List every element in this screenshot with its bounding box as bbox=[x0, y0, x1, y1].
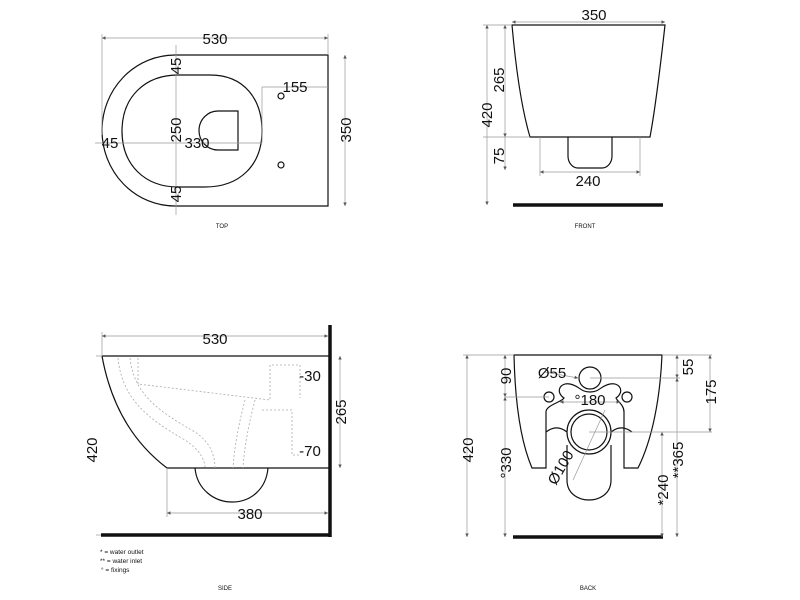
back-body bbox=[513, 354, 663, 469]
top-width-dim: 350 bbox=[338, 117, 355, 142]
top-rim-bottom-dim: 45 bbox=[168, 186, 185, 203]
top-bowl-opening bbox=[121, 74, 263, 188]
front-pan-height-dim: 75 bbox=[491, 148, 508, 165]
back-inlet-dia-dim: Ø55 bbox=[538, 365, 566, 382]
front-body-height-dim: 265 bbox=[491, 67, 508, 92]
side-hidden-trap bbox=[117, 357, 301, 469]
top-rim-top-dim: 45 bbox=[168, 58, 185, 75]
legend-water-inlet: ** = water inlet bbox=[100, 558, 142, 565]
back-outlet-dia-dim: Ø100 bbox=[545, 448, 578, 488]
legend-water-outlet: * = water outlet bbox=[100, 549, 144, 556]
top-view-label: TOP bbox=[216, 224, 228, 230]
back-skirt-lines bbox=[545, 427, 633, 433]
back-view-label: BACK bbox=[580, 586, 596, 592]
top-outline bbox=[101, 54, 329, 207]
front-pan-width-dim: 240 bbox=[575, 173, 600, 190]
top-rim-left-dim: 45 bbox=[102, 135, 119, 152]
top-inner-length-dim: 330 bbox=[184, 135, 209, 152]
top-view: 530 350 155 45 45 250 330 45 TOP bbox=[95, 31, 355, 230]
top-inner-width-dim: 250 bbox=[168, 117, 185, 142]
side-body bbox=[101, 355, 330, 469]
top-fixing-dim: 155 bbox=[282, 79, 307, 96]
top-length-dim: 530 bbox=[202, 31, 227, 48]
front-view-label: FRONT bbox=[575, 224, 596, 230]
side-inlet-offset-dim: -30 bbox=[299, 368, 321, 385]
front-view: 350 420 265 75 240 FRONT bbox=[479, 7, 666, 230]
legend-fixings: ° = fixings bbox=[101, 566, 130, 574]
side-length-dim: 530 bbox=[202, 331, 227, 348]
back-fixing-spacing-dim: °180 bbox=[574, 392, 605, 409]
back-inlet-height-dim: **365 bbox=[670, 442, 687, 479]
fixing-hole-icon bbox=[277, 92, 285, 100]
side-height-dim: 420 bbox=[84, 437, 101, 462]
front-height-dim: 420 bbox=[479, 102, 496, 127]
back-outlet-top-dim: 175 bbox=[703, 379, 720, 404]
top-outlet-shape bbox=[198, 110, 239, 151]
back-outlet-spigot bbox=[566, 445, 612, 501]
back-view: 420 90 °330 Ø55 °180 Ø100 55 175 **365 *… bbox=[460, 354, 720, 592]
front-body bbox=[511, 24, 666, 138]
fixing-hole-icon bbox=[621, 391, 633, 403]
side-outlet-offset-dim: -70 bbox=[299, 443, 321, 460]
back-fixing-top-dim: 90 bbox=[498, 368, 515, 385]
back-inlet-top-dim: 55 bbox=[680, 359, 697, 376]
front-pan bbox=[567, 137, 613, 169]
side-view: 530 420 265 -30 -70 380 * = water outlet… bbox=[84, 325, 350, 592]
side-view-label: SIDE bbox=[218, 586, 232, 592]
front-width-dim: 350 bbox=[581, 7, 606, 24]
side-body-height-dim: 265 bbox=[333, 399, 350, 424]
fixing-hole-icon bbox=[277, 161, 285, 169]
side-base-length-dim: 380 bbox=[237, 506, 262, 523]
back-outlet-height-dim: *240 bbox=[655, 475, 672, 506]
back-height-dim: 420 bbox=[460, 437, 477, 462]
side-pan bbox=[194, 467, 269, 503]
back-fixing-height-dim: °330 bbox=[498, 447, 515, 478]
